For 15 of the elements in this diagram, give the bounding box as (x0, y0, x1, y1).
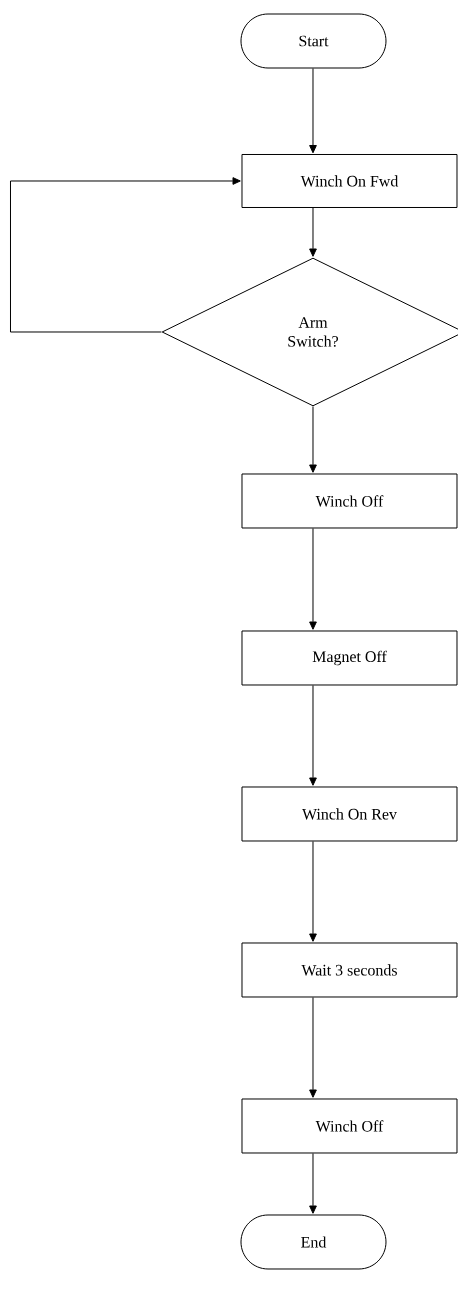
arrow (309, 68, 317, 154)
arrow (309, 841, 317, 942)
process-box: Magnet Off (241, 630, 458, 686)
process-box: Winch Off (241, 473, 458, 529)
arrow (309, 685, 317, 786)
arrow (309, 406, 317, 473)
arrow (309, 1153, 317, 1214)
process-box: Winch Off (241, 1098, 458, 1154)
arrow (309, 528, 317, 630)
arrow (309, 207, 317, 257)
arrow (309, 997, 317, 1098)
arrow (10, 177, 241, 333)
process-box: Winch On Fwd (241, 154, 458, 208)
process-box: Wait 3 seconds (241, 942, 458, 998)
process-box: Winch On Rev (241, 786, 458, 842)
